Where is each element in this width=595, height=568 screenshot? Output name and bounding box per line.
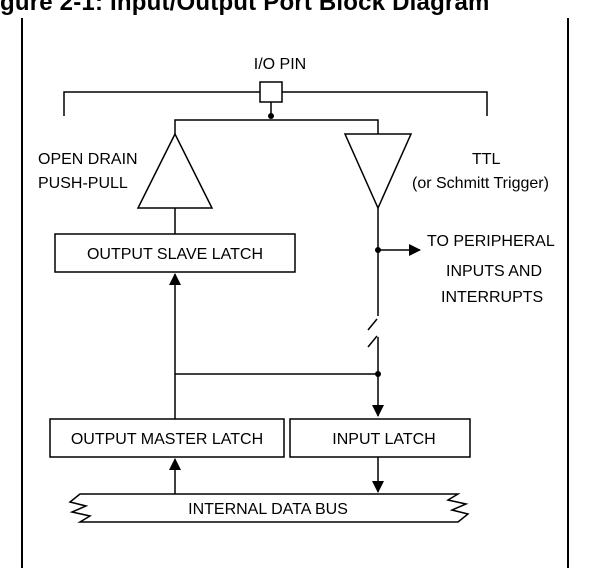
figure-title: gure 2-1: Input/Output Port Block Diagra… [0, 0, 490, 16]
output-master-latch-label: OUTPUT MASTER LATCH [71, 431, 263, 448]
figure-title-strip: gure 2-1: Input/Output Port Block Diagra… [0, 0, 595, 18]
inputs-and-label: INPUTS AND [446, 263, 542, 280]
output-master-latch [49, 418, 285, 458]
schmitt-label: (or Schmitt Trigger) [412, 175, 549, 192]
pin-junction [268, 113, 274, 119]
io-pin-bracket [63, 91, 488, 116]
ttl-label: TTL [472, 151, 501, 168]
input-latch-label: INPUT LATCH [332, 431, 435, 448]
input-buffer [343, 133, 413, 210]
input-latch [289, 418, 471, 458]
output-buffer [136, 132, 214, 209]
internal-data-bus [68, 493, 470, 523]
io-pin-label: I/O PIN [254, 56, 306, 73]
output-slave-latch [54, 233, 296, 273]
open-drain-label: OPEN DRAIN [38, 151, 138, 168]
pin-bus-wire [174, 119, 379, 134]
internal-data-bus-label: INTERNAL DATA BUS [188, 501, 348, 518]
figure-frame [21, 18, 569, 568]
switch-upper-contact [367, 318, 378, 331]
output-slave-latch-label: OUTPUT SLAVE LATCH [87, 246, 263, 263]
interrupts-label: INTERRUPTS [441, 289, 543, 306]
io-pin-pad [259, 81, 283, 103]
switch-lower-contact [367, 335, 378, 348]
push-pull-label: PUSH-PULL [38, 175, 128, 192]
to-peripheral-label: TO PERIPHERAL [427, 233, 555, 250]
